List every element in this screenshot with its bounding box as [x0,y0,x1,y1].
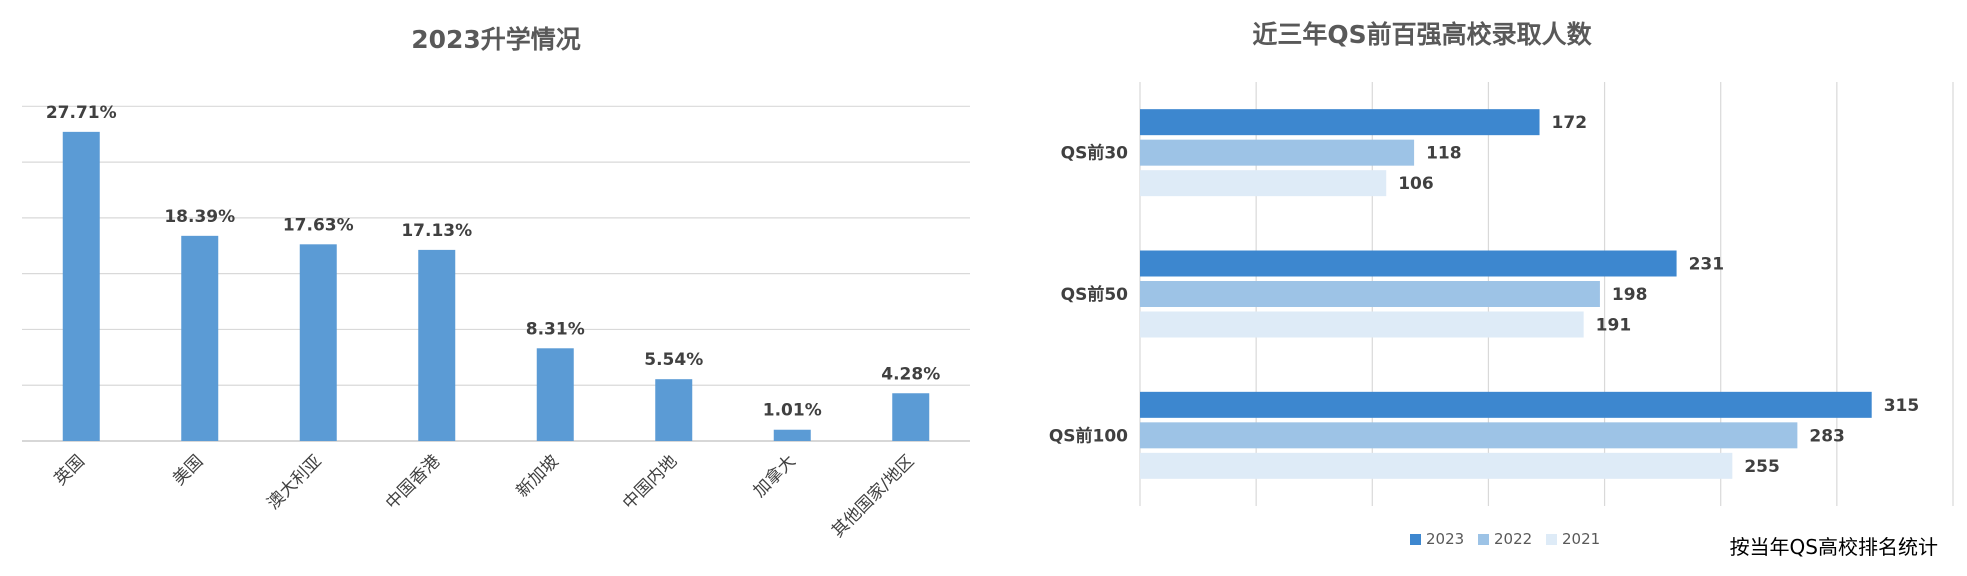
category-label: 澳大利亚 [264,451,326,513]
bar [299,244,337,441]
bar [655,379,693,441]
data-label: 27.71% [46,103,117,123]
legend-swatch [1410,534,1421,545]
bar [1140,109,1540,136]
bar [1140,391,1872,418]
category-label: 美国 [169,451,207,489]
chart-footnote: 按当年QS高校排名统计 [1730,535,1938,559]
bar [536,348,574,441]
category-label: 新加坡 [513,451,563,501]
bar [418,249,456,441]
legend-label: 2023 [1426,530,1464,548]
bar [1140,311,1584,338]
data-label: 231 [1689,255,1725,275]
category-label: 中国内地 [619,451,681,513]
bar [1140,139,1415,166]
right-chart-title: 近三年QS前百强高校录取人数 [1252,20,1592,49]
legend: 2023 2022 2021 [1410,530,1600,548]
data-label: 5.54% [644,350,703,370]
bar [1140,422,1798,449]
bar-chart-qs: 近三年QS前百强高校录取人数 172 118 106 231 198 191 315 283 2… [1049,20,1954,559]
category-label: 加拿大 [749,451,800,502]
right-bars [1140,109,1872,479]
bar [892,393,930,441]
category-label: 其他国家/地区 [828,451,918,541]
data-label: 18.39% [164,207,235,227]
bar [1140,281,1600,307]
data-label: 118 [1426,144,1462,164]
data-label: 198 [1612,285,1648,305]
category-label: QS前50 [1061,284,1129,305]
left-data-labels: 27.71% 18.39% 17.63% 17.13% 8.31% 5.54% 1.01% 4… [46,103,940,421]
data-label: 8.31% [526,319,585,339]
left-bars [62,131,930,442]
category-label: 英国 [51,451,89,489]
legend-swatch [1478,534,1489,545]
data-label: 106 [1398,174,1434,194]
bar [181,235,219,441]
data-label: 4.28% [881,364,940,384]
bar [1140,250,1677,277]
bar [1140,170,1387,197]
bar [62,131,100,442]
category-label: 中国香港 [382,451,444,513]
legend-swatch [1546,534,1557,545]
data-label: 315 [1884,396,1920,416]
category-label: QS前100 [1049,425,1128,446]
data-label: 283 [1809,426,1845,446]
bar-chart-2023: 2023升学情况 27.71% 18.39% 17.63% 17.13% 8.31% 5.… [22,25,970,542]
left-chart-title: 2023升学情况 [411,25,581,54]
bar [1140,452,1733,479]
data-label: 17.13% [401,221,472,241]
right-data-labels: 172 118 106 231 198 191 315 283 255 [1398,113,1919,477]
category-label: QS前30 [1061,143,1129,164]
data-label: 17.63% [283,215,354,235]
bar [773,429,811,441]
legend-label: 2021 [1562,530,1600,548]
data-label: 255 [1744,457,1780,477]
data-label: 1.01% [763,401,822,421]
left-gridlines [22,105,970,442]
left-category-labels: 英国 美国 澳大利亚中国香港 新加坡 中国内地 加拿大其他国家/地区 [51,451,919,542]
data-label: 172 [1552,113,1588,133]
legend-label: 2022 [1494,530,1532,548]
data-label: 191 [1596,316,1632,336]
